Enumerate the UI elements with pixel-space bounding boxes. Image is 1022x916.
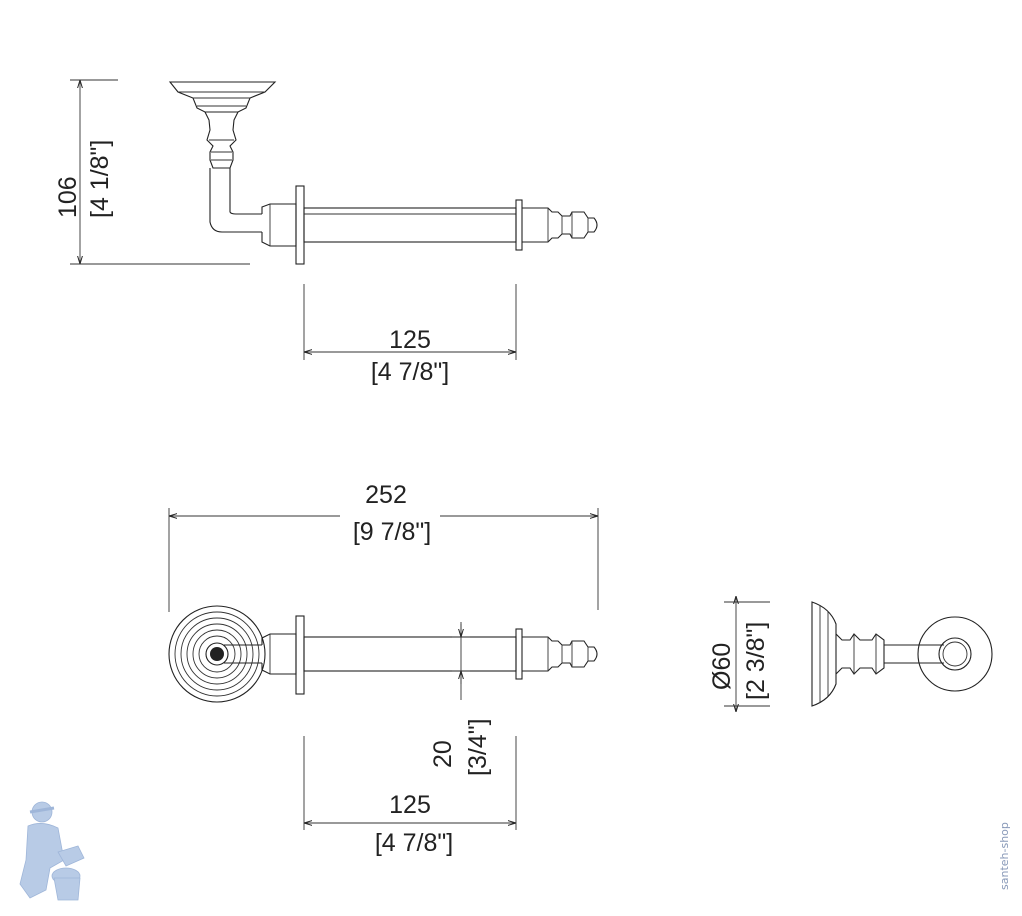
side-height-mm: 106 — [54, 176, 82, 218]
total-length-mm: 252 — [365, 481, 407, 509]
dim-front-bar-length: 125 [4 7/8"] — [303, 736, 517, 857]
front-bar-length-inch: [4 7/8"] — [375, 829, 453, 857]
bar-diameter-inch: [3/4"] — [464, 718, 492, 776]
front-view — [168, 605, 598, 703]
total-length-inch: [9 7/8"] — [353, 518, 431, 546]
side-view — [168, 81, 598, 265]
side-height-inch: [4 1/8"] — [86, 140, 114, 218]
dim-bar-diameter: 20 [3/4"] — [429, 622, 492, 776]
side-bar-length-mm: 125 — [389, 326, 431, 354]
plumber-mascot-icon — [19, 801, 85, 901]
dim-rosette-diameter: Ø60 [2 3/8"] — [708, 596, 770, 712]
rosette-diameter-mm: Ø60 — [708, 643, 736, 690]
rosette-side-view — [811, 601, 993, 707]
watermark-text: santeh-shop — [998, 822, 1011, 890]
bar-diameter-mm: 20 — [429, 740, 457, 768]
side-bar-length-inch: [4 7/8"] — [371, 358, 449, 386]
rosette-diameter-inch: [2 3/8"] — [742, 622, 770, 700]
front-bar-length-mm: 125 — [389, 791, 431, 819]
dim-side-bar-length: 125 [4 7/8"] — [303, 284, 517, 386]
dim-side-height: 106 [4 1/8"] — [54, 79, 250, 265]
dim-total-length: 252 [9 7/8"] — [168, 481, 599, 612]
